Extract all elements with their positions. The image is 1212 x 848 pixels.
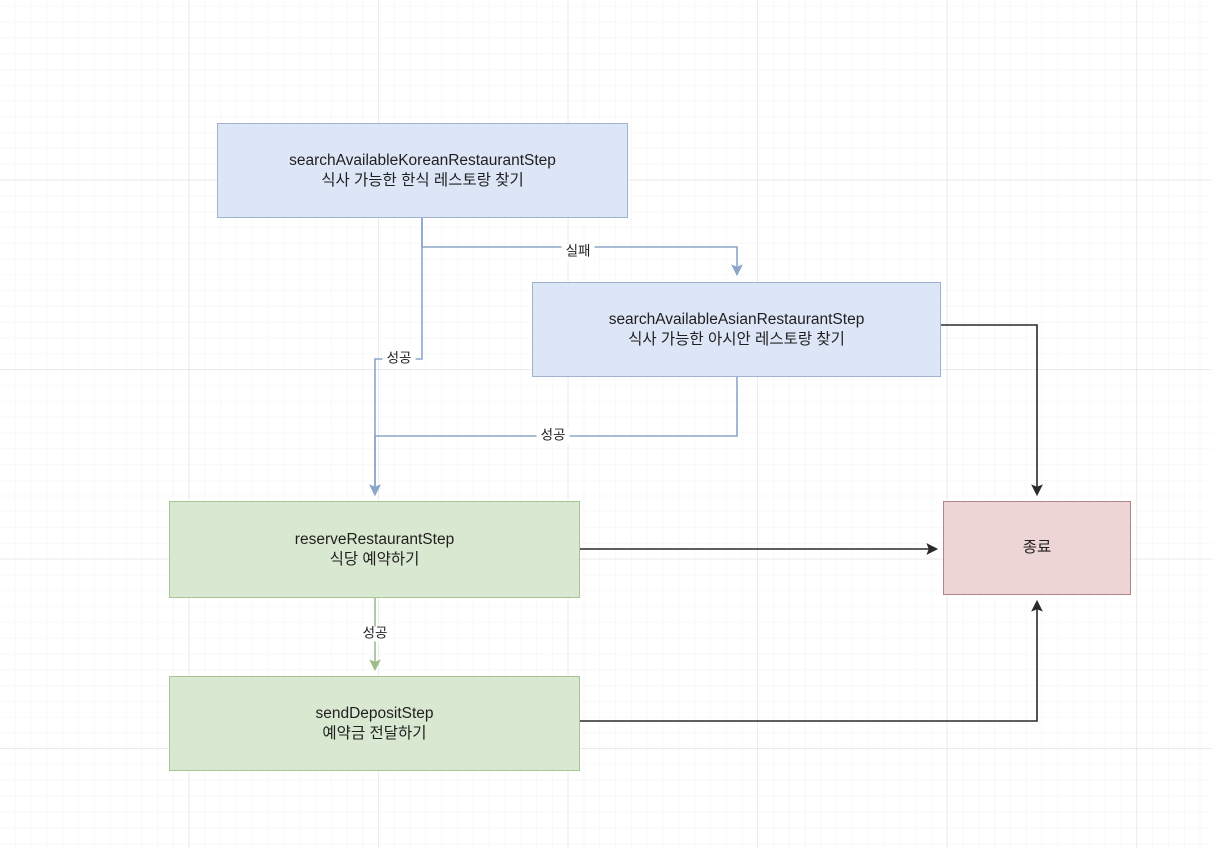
node-title: sendDepositStep [315, 704, 434, 722]
edge-label-korean-success: 성공 [382, 351, 416, 367]
node-subtitle: 식사 가능한 아시안 레스토랑 찾기 [628, 330, 845, 348]
edge-label-reserve-success: 성공 [358, 626, 392, 642]
node-search-available-asian-restaurant-step[interactable]: searchAvailableAsianRestaurantStep 식사 가능… [532, 282, 941, 377]
node-subtitle: 식사 가능한 한식 레스토랑 찾기 [321, 171, 524, 189]
node-subtitle: 예약금 전달하기 [322, 724, 427, 742]
node-title: reserveRestaurantStep [294, 530, 455, 548]
edge-asian-to-end [941, 324, 1043, 497]
node-reserve-restaurant-step[interactable]: reserveRestaurantStep 식당 예약하기 [169, 501, 580, 598]
node-title: searchAvailableKoreanRestaurantStep [289, 151, 556, 169]
node-subtitle: 식당 예약하기 [329, 550, 420, 568]
node-title: searchAvailableAsianRestaurantStep [608, 310, 865, 328]
edge-label-asian-success: 성공 [536, 428, 570, 444]
node-title: 종료 [1022, 539, 1052, 557]
node-search-available-korean-restaurant-step[interactable]: searchAvailableKoreanRestaurantStep 식사 가… [217, 123, 628, 218]
node-end[interactable]: 종료 [943, 501, 1131, 595]
edge-deposit-to-end [580, 599, 1043, 722]
edge-label-korean-fail: 실패 [561, 244, 595, 260]
node-send-deposit-step[interactable]: sendDepositStep 예약금 전달하기 [169, 676, 580, 771]
